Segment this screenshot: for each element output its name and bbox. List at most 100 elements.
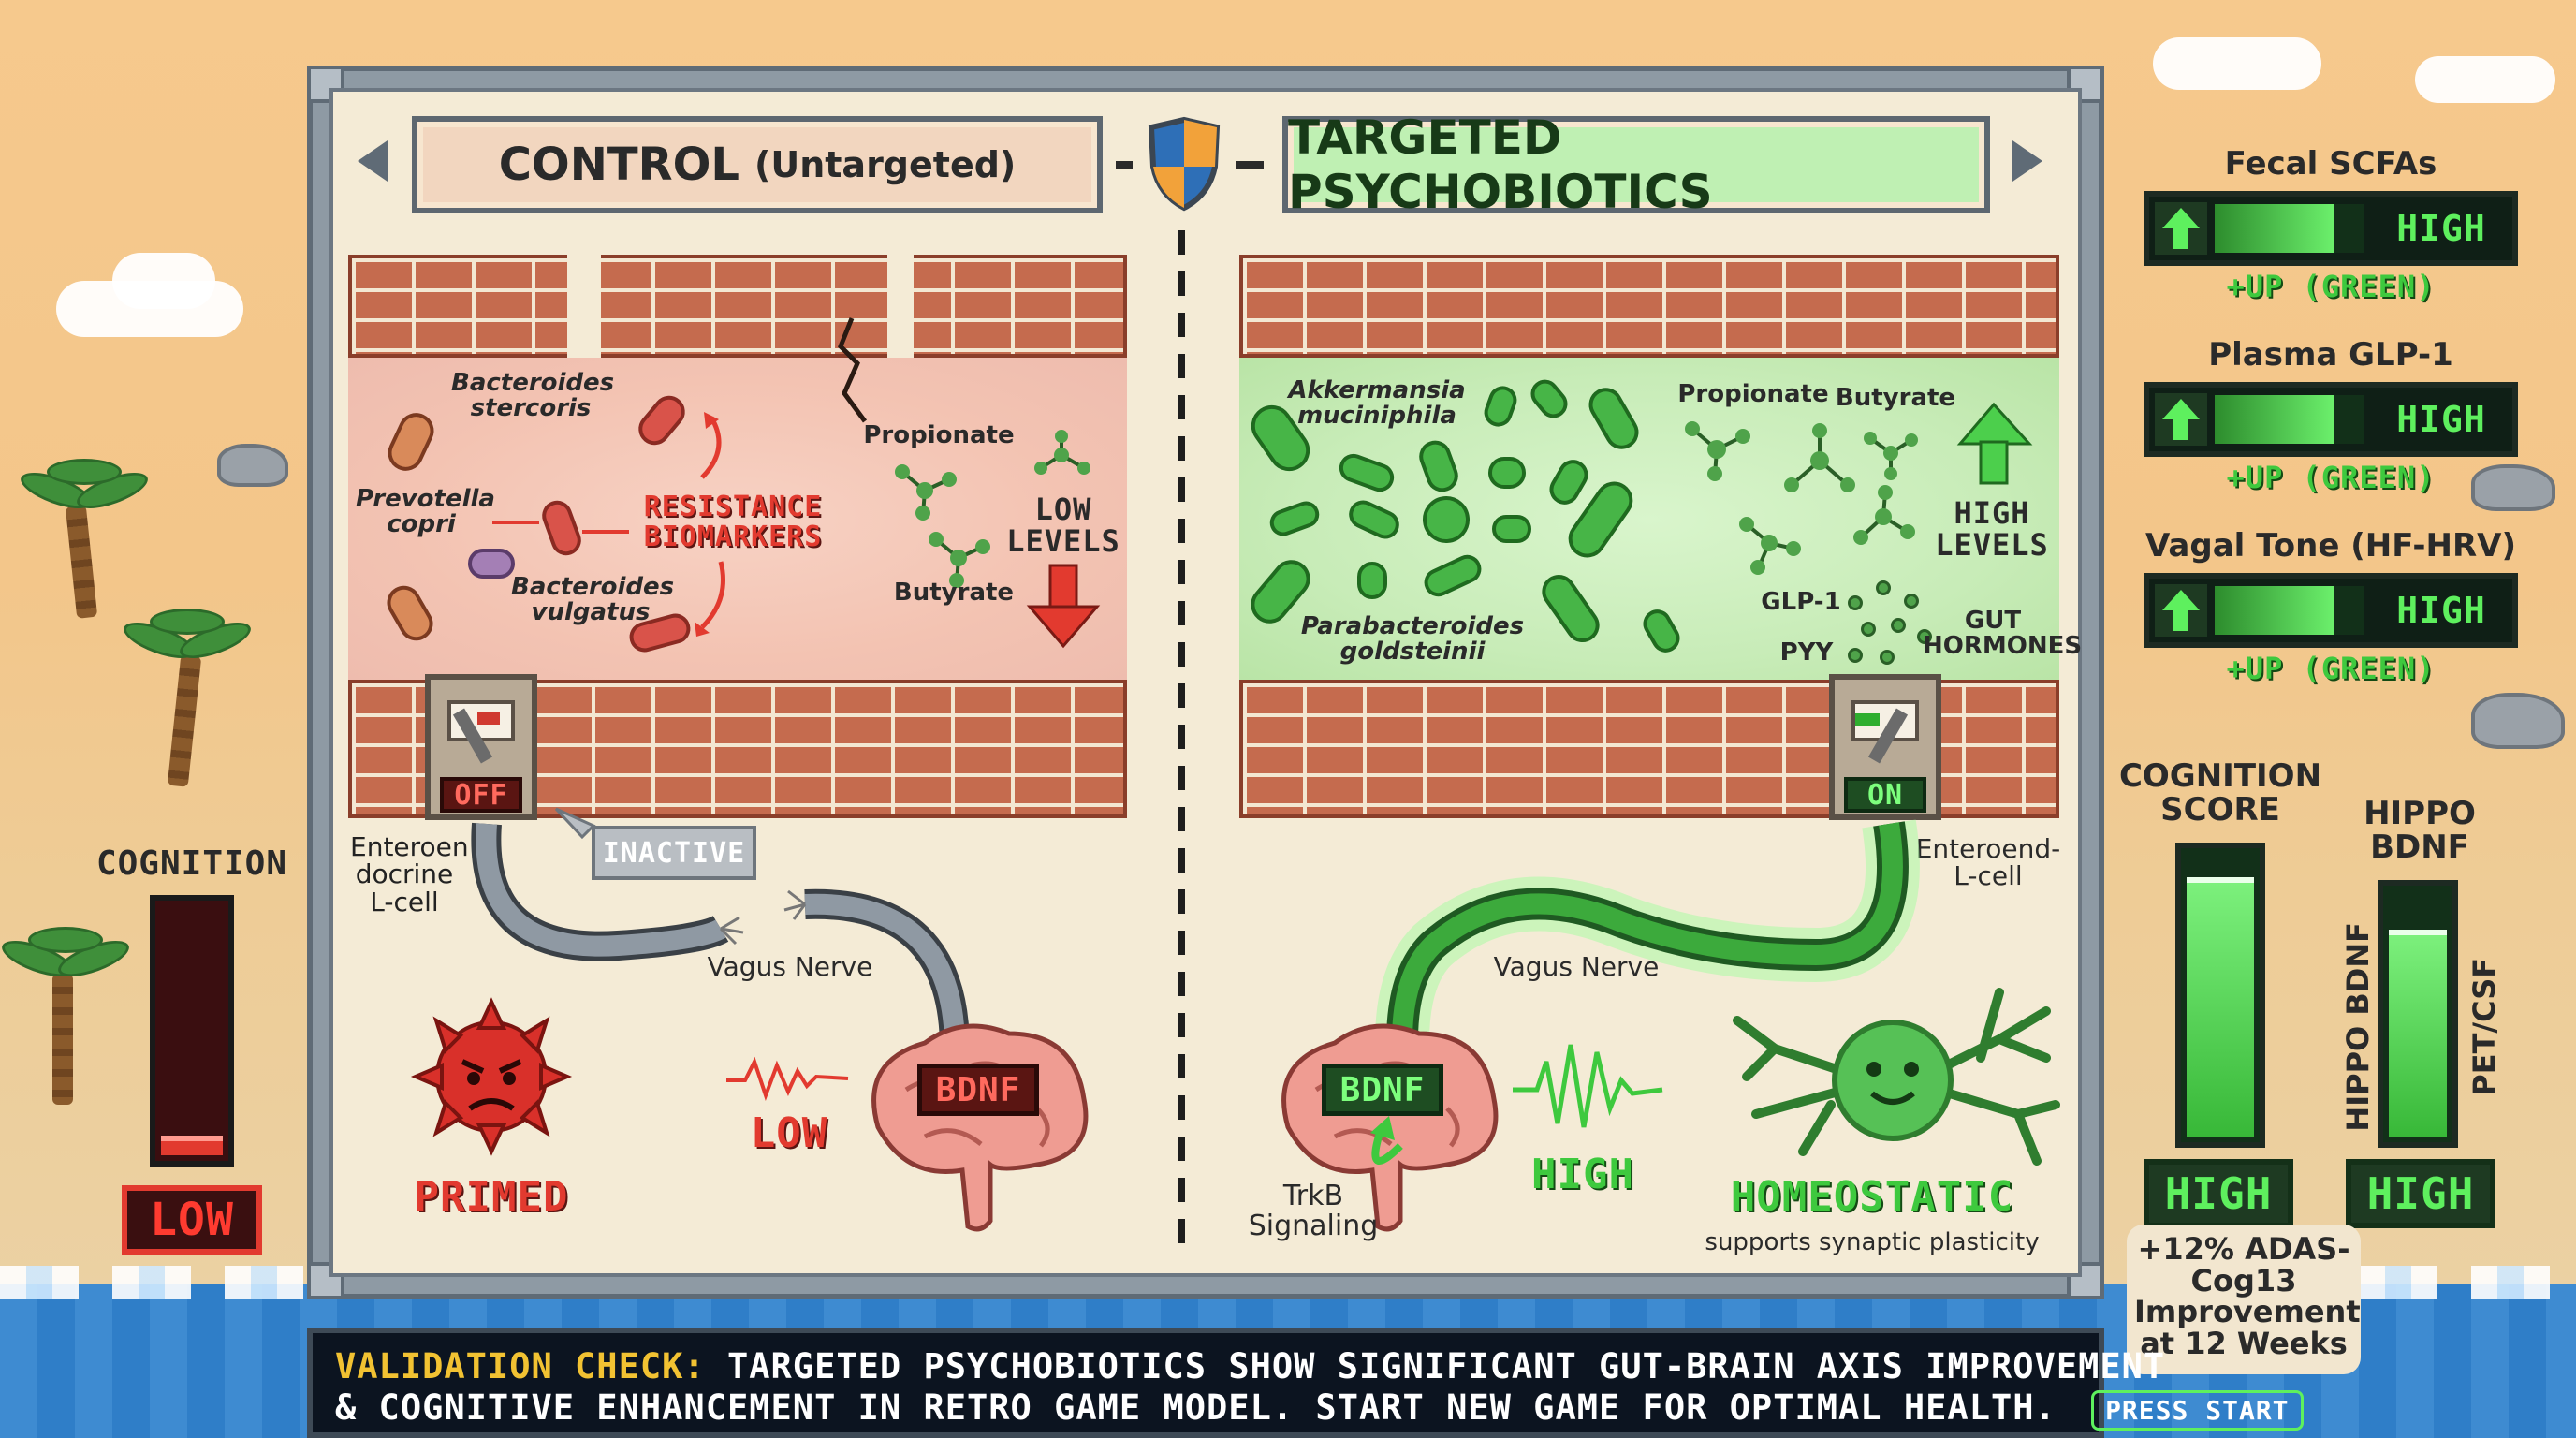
targeted-propionate-label: Propionate [1677,380,1829,408]
cloud [2415,56,2555,103]
frame-corner [307,66,344,103]
dash-left [1116,161,1133,169]
banner-line-2: & COGNITIVE ENHANCEMENT IN RETRO GAME MO… [335,1387,2304,1431]
butyrate-molecule-icon [1782,423,1857,498]
control-butyrate-label: Butyrate [893,579,1015,607]
inactive-badge: INACTIVE [592,826,756,880]
homeostatic-label: HOMEOSTATIC [1730,1173,2014,1221]
up-arrow-icon [2155,584,2207,637]
control-l-cell-label: Enteroen docrine L-cell [350,831,469,917]
control-vagus-label: Vagus Nerve [707,951,873,982]
up-arrow-icon [2155,202,2207,255]
improvement-text: +12% ADAS-Cog13 Improvement at 12 Weeks [2134,1231,2361,1361]
control-bdnf-badge: BDNF [917,1064,1039,1116]
meter-note: +UP (GREEN) [2226,269,2436,304]
trkb-signaling-label: TrkB Signaling [1248,1180,1379,1242]
cognition-score-value: HIGH [2144,1159,2293,1228]
center-divider [1178,230,1185,1251]
palm-tree-icon [119,599,256,787]
prevotella-copri-label: Prevotella copri [356,485,495,539]
arrow-left-icon[interactable] [358,140,388,182]
control-wall-gaps [348,253,1127,358]
rock-icon [2471,464,2555,511]
left-cognition-hud: COGNITION LOW [84,843,300,1264]
targeted-l-cell-label: Enteroend- L-cell [1915,833,2061,892]
control-propionate-label: Propionate [863,421,1015,449]
arrow-right-icon [492,521,539,524]
dash-right [1236,161,1264,169]
meter-value: HIGH [2396,399,2486,440]
cognition-meter-fill [161,1135,223,1155]
cycle-arrow-icon [693,412,739,487]
targeted-vagus-label: Vagus Nerve [1493,951,1660,982]
propionate-molecule-icon [895,462,957,521]
fecal-scfas-meter: HIGH [2144,191,2518,266]
hippo-side-label: HIPPO BDNF [2340,922,2377,1132]
control-low-label: LOW [750,1109,828,1157]
control-brain-icon [850,1005,1103,1240]
frame-corner [2067,66,2104,103]
meter-fill [2215,586,2334,635]
vagal-tone-meter: HIGH [2144,573,2518,648]
meter-value: HIGH [2396,208,2486,249]
bacteroides-stercoris-label: Bacteroides stercoris [451,369,615,423]
synaptic-plasticity-label: supports synaptic plasticity [1705,1228,2040,1256]
cognition-score-label: COGNITION SCORE [2118,757,2322,829]
primed-microglia-icon [402,992,580,1161]
meter-fill [2215,395,2334,444]
fecal-scfas-label: Fecal SCFAs [2224,145,2437,183]
control-title: CONTROL [498,139,739,191]
cycle-arrow-icon [693,561,739,637]
rock-icon [217,444,288,487]
low-signal-wave-icon [726,1049,849,1105]
hippo-bdnf-value: HIGH [2346,1159,2496,1228]
butyrate-molecule-icon [929,530,990,588]
cloud [2153,37,2321,90]
arrow-left-icon [582,530,629,534]
targeted-title-box: TARGETED PSYCHOBIOTICS [1282,110,1990,219]
gut-hormones-label: GUT HORMONES [1923,607,2083,661]
control-title-box: CONTROL (Untargeted) [412,116,1103,213]
molecule-icon [1737,511,1803,577]
red-bacterium-icon [468,549,515,579]
hippo-bdnf-label: HIPPO BDNF [2364,795,2476,866]
cognition-label: COGNITION [95,844,288,883]
control-gut-lumen [348,356,1127,683]
up-arrow-icon [2155,393,2207,446]
targeted-butyrate-label: Butyrate [1835,384,1956,412]
targeted-title: TARGETED PSYCHOBIOTICS [1288,110,1713,219]
palm-tree-icon [16,449,153,619]
pyy-label: PYY [1779,638,1834,667]
plasma-glp1-label: Plasma GLP-1 [2208,336,2453,374]
plasma-glp1-meter: HIGH [2144,382,2518,457]
palm-tree-icon [0,917,134,1105]
hormone-particles [1838,577,1932,680]
targeted-bdnf-badge: BDNF [1322,1064,1443,1116]
low-levels-label: LOW LEVELS [1006,492,1120,559]
off-switch-badge: OFF [440,777,522,813]
green-bacterium-icon [1488,457,1526,489]
cognition-score-fill [2187,877,2254,1137]
arrow-right-icon[interactable] [2012,140,2042,182]
pet-csf-label: PET/CSF [2466,957,2503,1096]
cloud [112,253,215,309]
improvement-note: +12% ADAS-Cog13 Improvement at 12 Weeks [2127,1225,2361,1374]
high-signal-wave-icon [1513,1034,1663,1137]
right-metrics-hud: Fecal SCFAs HIGH +UP (GREEN) Plasma GLP-… [2134,140,2527,702]
up-arrow-icon [1956,402,2033,485]
glp1-label: GLP-1 [1761,588,1841,616]
rock-icon [2471,693,2565,749]
targeted-high-label: HIGH [1531,1151,1634,1198]
press-start-button[interactable]: PRESS START [2091,1390,2304,1431]
targeted-bottom-wall [1239,680,2059,818]
resistance-biomarkers-label: RESISTANCE BIOMARKERS [643,491,823,553]
cognition-value-badge: LOW [122,1185,262,1255]
on-switch-badge: ON [1844,777,1926,813]
akkermansia-label: Akkermansia muciniphila [1288,376,1466,431]
green-bacterium-icon [1357,562,1387,599]
control-crack-icon [824,317,880,431]
active-vagus-nerve-icon [1329,814,1920,1123]
cognition-score-meter [2175,843,2265,1148]
broken-vagus-nerve-icon [468,814,973,1067]
control-top-wall [348,255,1127,358]
